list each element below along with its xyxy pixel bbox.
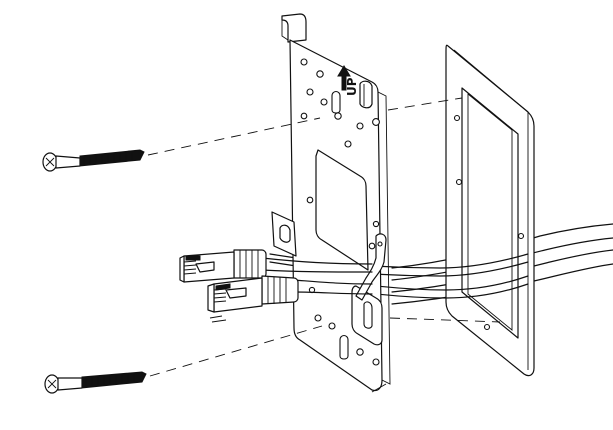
bracket-hole-6 bbox=[356, 122, 364, 130]
alignment-lines bbox=[147, 97, 501, 377]
bracket-hole-3 bbox=[306, 88, 314, 96]
bracket-hole-13 bbox=[328, 322, 336, 330]
bracket-hole-16 bbox=[372, 358, 380, 366]
up-arrow-icon bbox=[337, 65, 351, 91]
bracket-hole-12 bbox=[314, 314, 322, 322]
frame-screw-hole-mid bbox=[455, 178, 463, 186]
bracket-hole-5 bbox=[334, 112, 342, 120]
bracket-hole-9 bbox=[344, 140, 352, 148]
bracket-hole-11 bbox=[368, 242, 376, 250]
up-label: UP bbox=[345, 77, 359, 96]
bracket-hole-4 bbox=[320, 98, 328, 106]
frame-screw-hole-right bbox=[517, 232, 525, 240]
frame-screw-hole-top bbox=[453, 114, 461, 122]
bracket-hole-18 bbox=[372, 220, 380, 228]
bracket-hole-1 bbox=[300, 58, 308, 66]
bracket-hole-7 bbox=[372, 118, 380, 126]
wall-frame bbox=[445, 44, 535, 377]
bracket-hole-8 bbox=[300, 112, 308, 120]
upper-screw bbox=[42, 149, 145, 172]
lower-screw bbox=[44, 371, 147, 394]
mounting-bracket: UP bbox=[271, 13, 391, 393]
ethernet-cable-lower bbox=[207, 275, 373, 323]
bracket-hole-15 bbox=[356, 348, 364, 356]
ethernet-cable-upper bbox=[179, 249, 373, 283]
bracket-hole-2 bbox=[316, 70, 324, 78]
bracket-hole-10 bbox=[306, 196, 314, 204]
frame-screw-hole-bottom bbox=[483, 323, 491, 331]
